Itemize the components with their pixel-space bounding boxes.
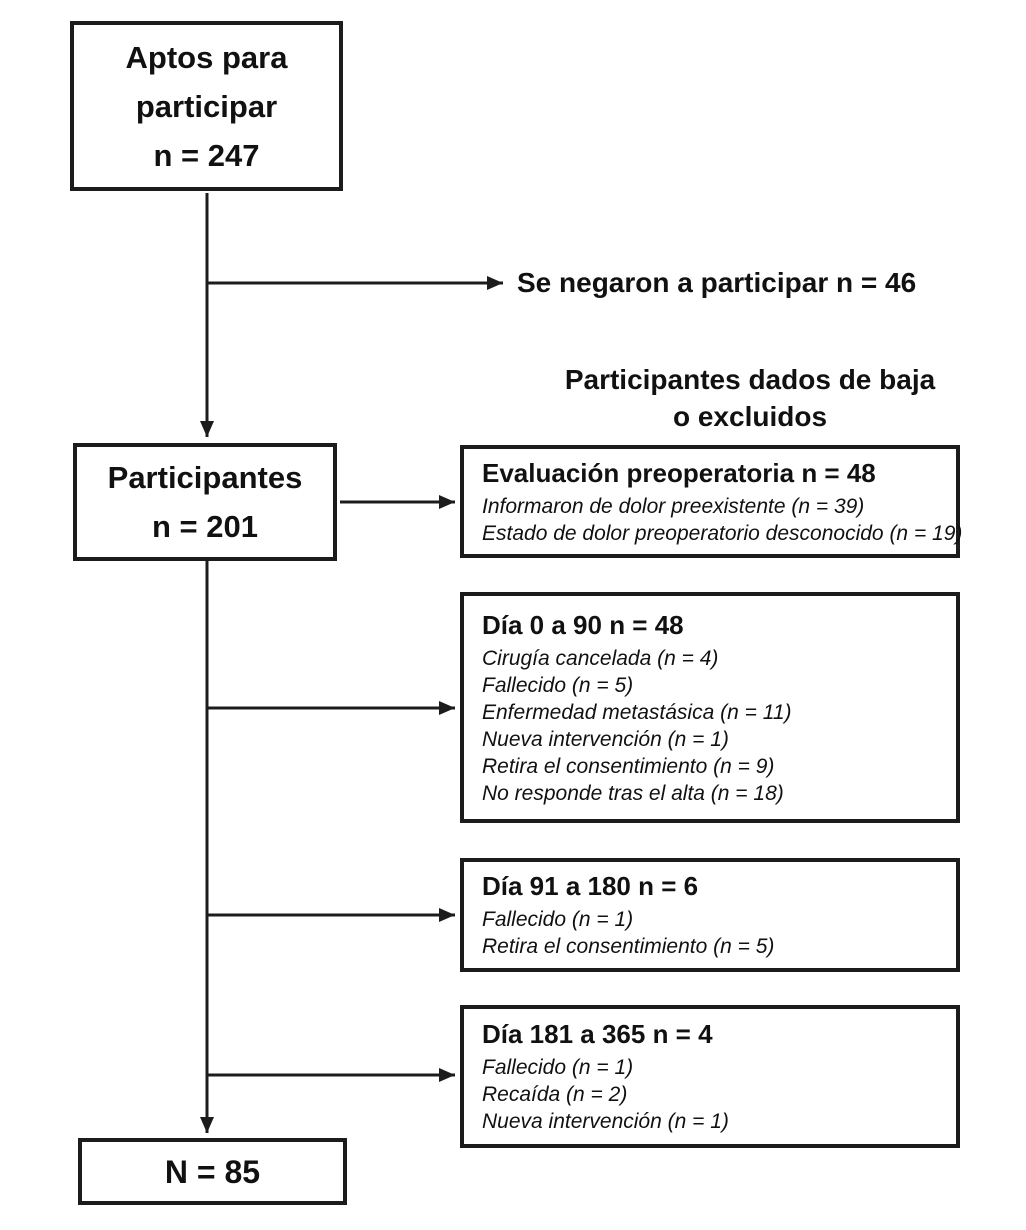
exclusion-item: Fallecido (n = 1): [482, 1056, 634, 1079]
withdrawn-heading-line1: Participantes dados de baja: [564, 364, 936, 395]
exclusion-item: No responde tras el alta (n = 18): [482, 781, 784, 805]
final-box: N = 85: [78, 1138, 347, 1205]
exclusion-item: Retira el consentimiento (n = 9): [482, 754, 775, 778]
exclusion-item: Fallecido (n = 1): [482, 908, 634, 931]
withdrawn-heading: Participantes dados de baja o excluidos: [480, 361, 1020, 435]
refused-label: Se negaron a participar n = 46: [517, 267, 917, 298]
exclusion-box-day91-180: Día 91 a 180 n = 6 Fallecido (n = 1) Ret…: [460, 858, 960, 972]
exclusion-box-preop: Evaluación preoperatoria n = 48 Informar…: [460, 445, 963, 558]
exclusion-box-preop-title: Evaluación preoperatoria n = 48: [482, 457, 876, 488]
exclusion-item: Informaron de dolor preexistente (n = 39…: [482, 494, 865, 518]
exclusion-item: Retira el consentimiento (n = 5): [482, 935, 775, 958]
final-box-count: N = 85: [164, 1153, 261, 1190]
exclusion-box-day91-180-title: Día 91 a 180 n = 6: [482, 871, 699, 901]
exclusion-item: Recaída (n = 2): [482, 1083, 628, 1106]
exclusion-item: Nueva intervención (n = 1): [482, 1110, 729, 1133]
participants-box-count: n = 201: [152, 509, 258, 544]
exclusion-box-day0-90-title: Día 0 a 90 n = 48: [482, 609, 684, 640]
eligible-box-line1: Aptos para: [125, 39, 288, 75]
exclusion-box-day181-365-title: Día 181 a 365 n = 4: [482, 1019, 713, 1049]
eligible-box-count: n = 247: [153, 137, 260, 173]
exclusion-item: Nueva intervención (n = 1): [482, 727, 729, 751]
exclusion-item: Fallecido (n = 5): [482, 673, 634, 697]
exclusion-box-day0-90: Día 0 a 90 n = 48 Cirugía cancelada (n =…: [460, 592, 960, 823]
exclusion-item: Estado de dolor preoperatorio desconocid…: [482, 521, 963, 545]
exclusion-box-day181-365: Día 181 a 365 n = 4 Fallecido (n = 1) Re…: [460, 1005, 960, 1148]
exclusion-item: Cirugía cancelada (n = 4): [482, 646, 719, 670]
eligible-box: Aptos para participar n = 247: [70, 21, 343, 191]
withdrawn-heading-line2: o excluidos: [672, 401, 828, 432]
participants-box: Participantes n = 201: [73, 443, 337, 561]
exclusion-item: Enfermedad metastásica (n = 11): [482, 700, 792, 724]
eligible-box-line2: participar: [135, 88, 278, 124]
participants-box-label: Participantes: [107, 460, 303, 495]
